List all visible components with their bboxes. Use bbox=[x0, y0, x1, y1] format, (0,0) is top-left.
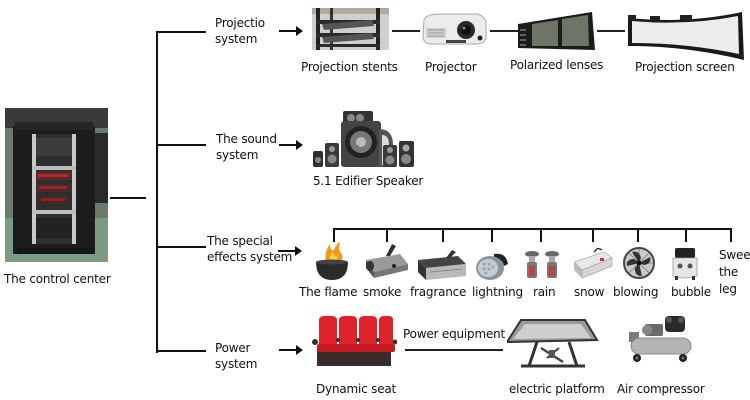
speaker-image bbox=[311, 109, 415, 169]
item-label: Polarized lenses bbox=[510, 58, 604, 72]
item-label: The flame bbox=[299, 285, 358, 299]
connector-lenses-screen bbox=[597, 30, 625, 32]
arrow-sound bbox=[279, 140, 303, 150]
branch-label-line: system bbox=[215, 357, 258, 371]
item-label: electric platform bbox=[509, 382, 605, 396]
electric-platform-image bbox=[507, 318, 599, 368]
branch-label-line: system bbox=[215, 32, 258, 46]
item-label: lightning bbox=[472, 285, 523, 299]
effects-drop bbox=[491, 228, 493, 242]
item-label: smoke bbox=[363, 285, 402, 299]
lightning-image bbox=[474, 250, 510, 282]
arrow-effects bbox=[278, 246, 302, 256]
effects-drop bbox=[386, 228, 388, 242]
branch-connector-effects bbox=[156, 246, 206, 248]
curved-screen-icon bbox=[628, 12, 744, 60]
dynamic-seat-image bbox=[311, 316, 397, 368]
item-label: 5.1 Edifier Speaker bbox=[313, 174, 424, 188]
item-label: rain bbox=[533, 285, 556, 299]
flame-image bbox=[314, 240, 350, 282]
arrow-projection bbox=[279, 26, 303, 36]
projector-image bbox=[420, 12, 488, 46]
branch-label-line: Power bbox=[215, 341, 251, 355]
polarized-lenses-image bbox=[518, 10, 596, 50]
connector-stents-projector bbox=[392, 30, 420, 32]
power-equipment-connector bbox=[405, 349, 503, 351]
branch-connector-sound bbox=[156, 144, 206, 146]
effects-drop bbox=[685, 228, 687, 242]
root-label: The control center bbox=[4, 272, 111, 286]
effects-drop bbox=[592, 228, 594, 242]
item-label-line: Swee bbox=[719, 248, 750, 262]
item-label: snow bbox=[574, 285, 605, 299]
motion-seat-icon bbox=[312, 316, 397, 366]
item-label-line: the bbox=[719, 265, 739, 279]
branch-connector-power bbox=[156, 350, 206, 352]
item-label-sweep-leg: Swee the leg bbox=[719, 247, 750, 298]
branch-label-sound: The sound system bbox=[216, 131, 277, 163]
smoke-machine-image bbox=[362, 242, 412, 282]
root-connector bbox=[110, 197, 146, 199]
arrow-power bbox=[279, 345, 303, 355]
effects-drop bbox=[730, 228, 732, 242]
branch-label-line: The special bbox=[207, 234, 273, 248]
item-label: fragrance bbox=[410, 285, 467, 299]
server-rack-icon bbox=[5, 108, 108, 262]
branch-label-line: Projectio bbox=[215, 16, 265, 30]
smoke-machine-icon bbox=[366, 244, 408, 278]
item-label: Dynamic seat bbox=[316, 382, 397, 396]
item-label: Projection screen bbox=[635, 60, 735, 74]
polarized-lens-icon bbox=[518, 12, 595, 50]
air-compressor-icon bbox=[629, 316, 692, 362]
air-compressor-image bbox=[625, 314, 695, 364]
branch-label-line: system bbox=[216, 148, 259, 162]
fragrance-machine-icon bbox=[418, 250, 466, 280]
item-label: Projection stents bbox=[301, 60, 398, 74]
projector-icon bbox=[422, 13, 487, 45]
projection-screen-image bbox=[626, 10, 746, 60]
fragrance-machine-image bbox=[416, 250, 468, 282]
snow-image bbox=[572, 248, 614, 282]
item-label: blowing bbox=[613, 285, 659, 299]
flame-bowl-icon bbox=[316, 242, 348, 280]
snow-machine-icon bbox=[573, 248, 613, 279]
electric-platform-icon bbox=[507, 319, 599, 368]
sprinkler-icon bbox=[525, 251, 559, 278]
branch-label-effects: The special effects system bbox=[207, 233, 292, 265]
strobe-light-icon bbox=[476, 253, 508, 280]
item-label: Air compressor bbox=[617, 382, 705, 396]
effects-drop bbox=[540, 228, 542, 242]
blowing-image bbox=[622, 246, 656, 282]
power-equipment-label: Power equipment bbox=[403, 327, 506, 341]
connector-projector-lenses bbox=[490, 30, 518, 32]
branch-label-line: The sound bbox=[216, 132, 277, 146]
branch-label-projection: Projectio system bbox=[215, 15, 265, 47]
effects-drop bbox=[637, 228, 639, 242]
effects-bus bbox=[333, 228, 732, 230]
tree-trunk bbox=[156, 31, 158, 353]
item-label: Projector bbox=[425, 60, 477, 74]
fan-icon bbox=[623, 247, 655, 279]
control-center-image bbox=[5, 108, 108, 262]
bubble-machine-icon bbox=[672, 248, 698, 280]
branch-label-line: effects system bbox=[207, 250, 293, 264]
projection-stents-image bbox=[312, 8, 389, 50]
effects-drop bbox=[333, 228, 335, 242]
effects-drop bbox=[442, 228, 444, 242]
bubble-image bbox=[670, 246, 700, 282]
branch-connector-projection bbox=[156, 31, 206, 33]
item-label: bubble bbox=[671, 285, 711, 299]
rain-image bbox=[523, 248, 561, 282]
item-label-line: leg bbox=[719, 282, 737, 296]
speaker-set-icon bbox=[313, 111, 414, 167]
projection-stand-icon bbox=[312, 8, 389, 50]
branch-label-power: Power system bbox=[215, 340, 257, 372]
